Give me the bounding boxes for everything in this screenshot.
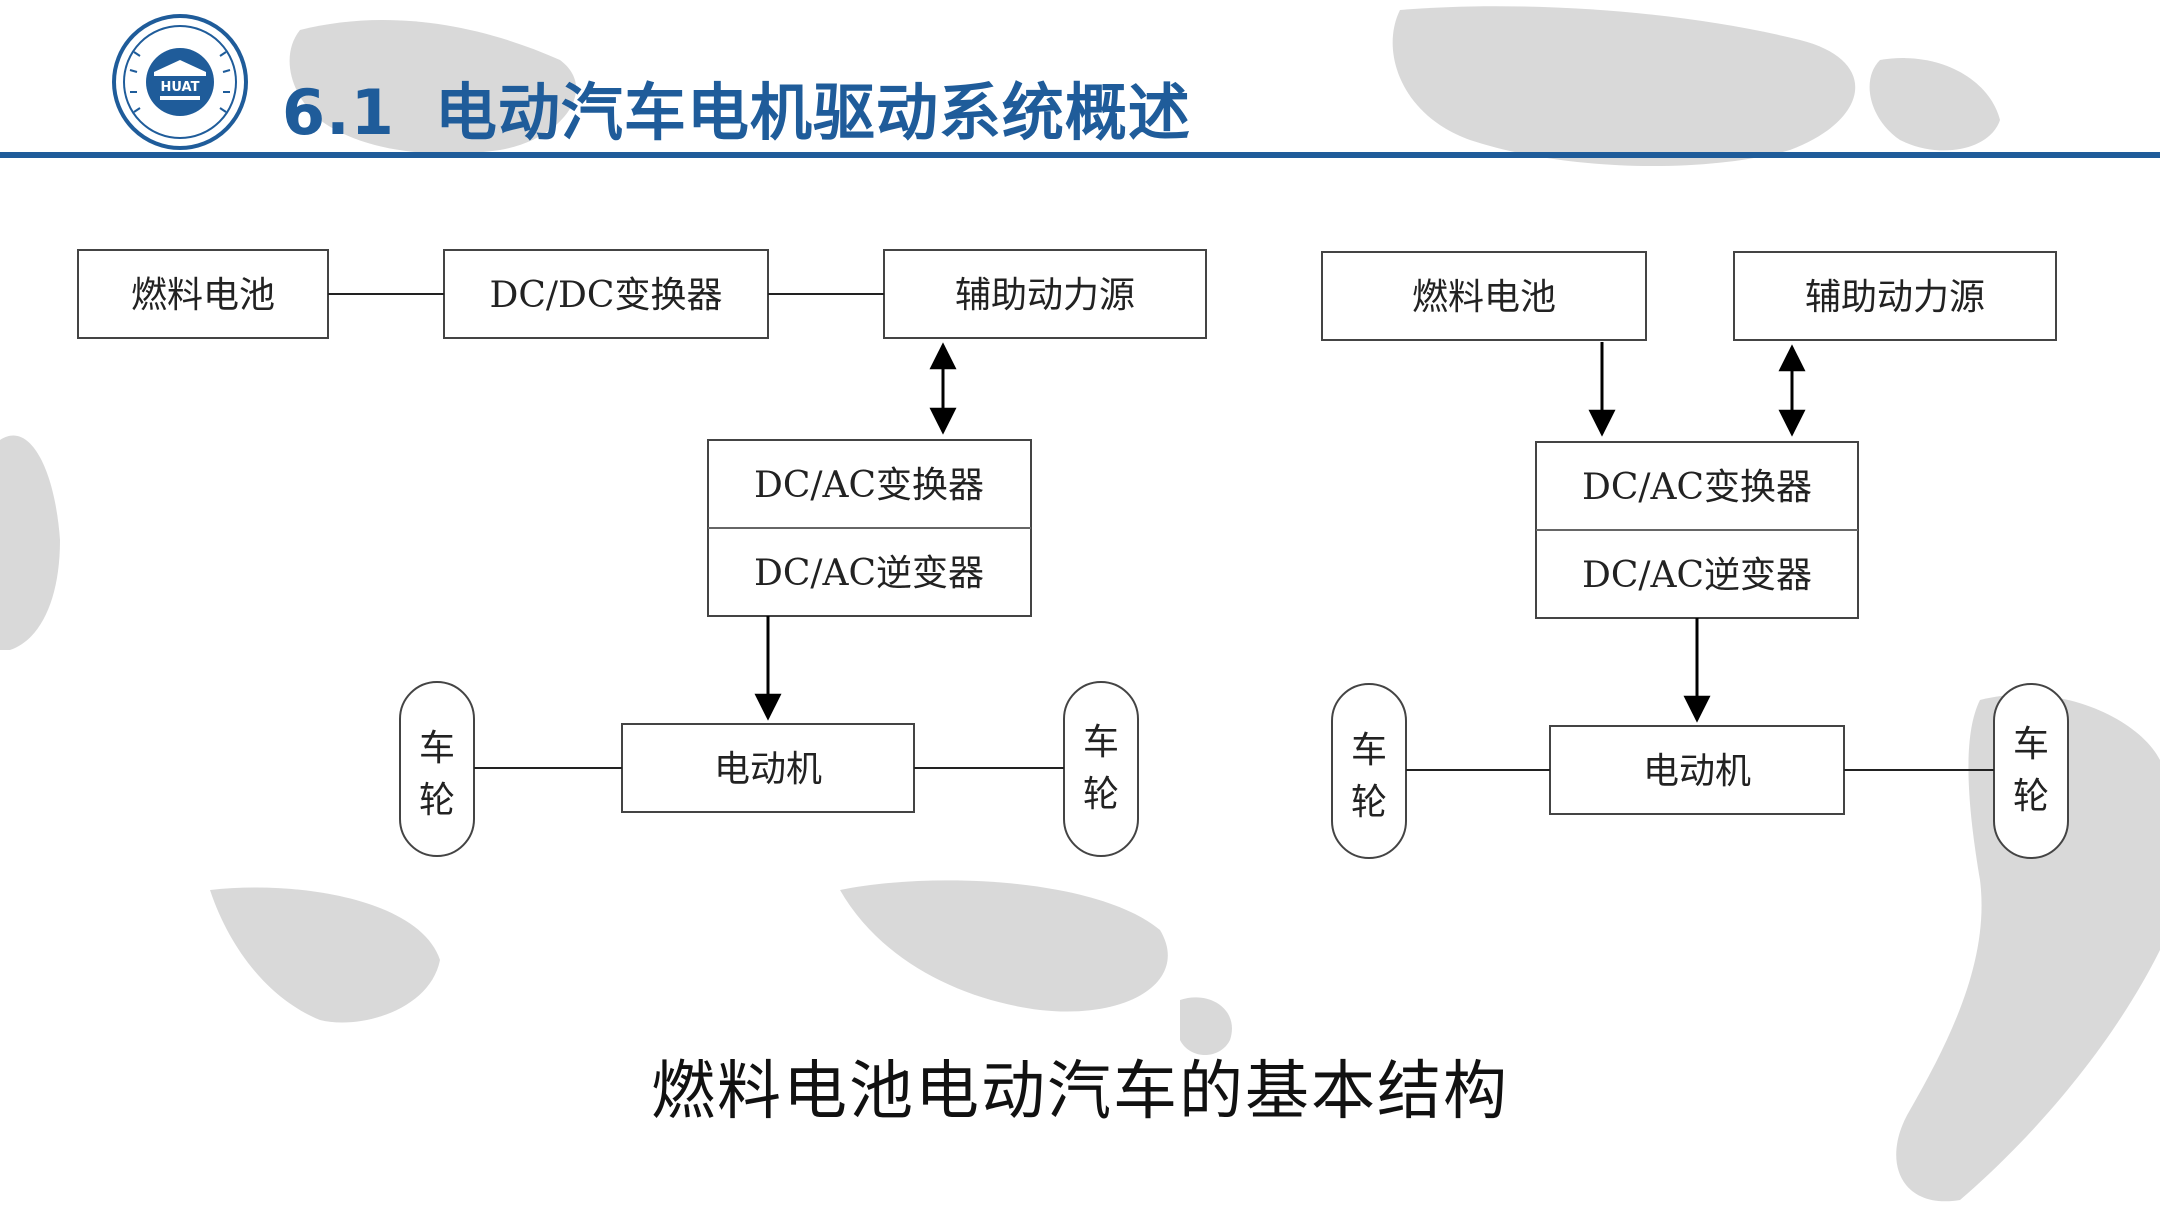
left-wheel-right-char2: 轮 — [1083, 774, 1119, 815]
diagram-right-labels: 燃料电池 辅助动力源 DC/AC变换器 DC/AC逆变器 电动机 车 轮 车 轮 — [1351, 277, 2049, 823]
slide-title: 6.1 电动汽车电机驱动系统概述 — [282, 62, 1191, 152]
svg-text:HUAT: HUAT — [161, 80, 200, 95]
right-wheel-left-char1: 车 — [1351, 730, 1387, 771]
left-wheel-right — [1063, 681, 1139, 857]
section-number: 6.1 — [282, 76, 395, 149]
left-aux-power-box — [883, 249, 1207, 339]
right-wheel-right — [1993, 683, 2069, 859]
left-dcdc-label: DC/DC变换器 — [490, 275, 723, 316]
left-motor-box — [621, 723, 915, 813]
left-dcdc-box — [443, 249, 769, 339]
left-dcac-converter-label: DC/AC变换器 — [754, 465, 984, 506]
right-wheel-right-char2: 轮 — [2013, 776, 2049, 817]
slide-header: HUAT 6.1 电动汽车电机驱动系统概述 — [0, 0, 2160, 170]
right-wheel-right-char1: 车 — [2013, 724, 2049, 765]
right-aux-power-label: 辅助动力源 — [1805, 277, 1985, 318]
right-motor-label: 电动机 — [1643, 751, 1751, 792]
left-aux-power-label: 辅助动力源 — [955, 275, 1135, 316]
section-title: 电动汽车电机驱动系统概述 — [434, 76, 1191, 149]
left-wheel-right-char1: 车 — [1083, 722, 1119, 763]
figure-caption: 燃料电池电动汽车的基本结构 — [651, 1055, 1509, 1129]
diagram-right — [1321, 251, 2069, 859]
university-seal-logo: HUAT — [112, 14, 248, 150]
left-motor-label: 电动机 — [714, 749, 822, 790]
left-wheel-left-char1: 车 — [419, 728, 455, 769]
left-wheel-left-char2: 轮 — [419, 780, 455, 821]
diagram-left-labels: 燃料电池 DC/DC变换器 辅助动力源 DC/AC变换器 DC/AC逆变器 电动… — [131, 275, 1135, 821]
right-motor-box — [1549, 725, 1845, 815]
right-dcac-inverter-label: DC/AC逆变器 — [1582, 555, 1812, 596]
right-wheel-left — [1331, 683, 1407, 859]
right-fuel-cell-label: 燃料电池 — [1412, 277, 1556, 318]
left-dcac-inverter-label: DC/AC逆变器 — [754, 553, 984, 594]
left-wheel-left — [399, 681, 475, 857]
diagram-left — [77, 249, 1207, 857]
right-fuel-cell-box — [1321, 251, 1647, 341]
right-aux-power-box — [1733, 251, 2057, 341]
right-wheel-left-char2: 轮 — [1351, 782, 1387, 823]
header-divider — [0, 152, 2160, 158]
left-fuel-cell-label: 燃料电池 — [131, 275, 275, 316]
right-dcac-converter-label: DC/AC变换器 — [1582, 467, 1812, 508]
